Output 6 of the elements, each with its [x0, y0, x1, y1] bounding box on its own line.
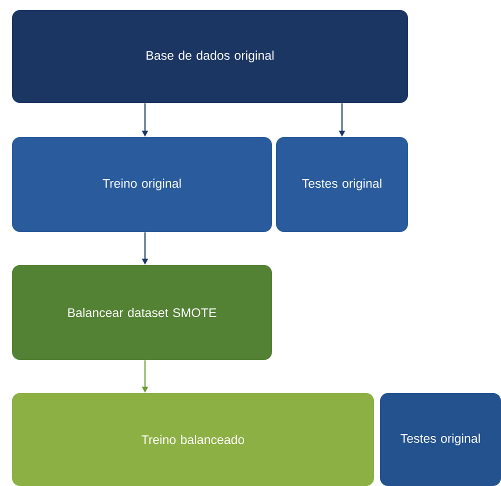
process-box: Treino original — [12, 137, 272, 232]
process-box: Base de dados original — [12, 10, 408, 103]
process-box: Balancear dataset SMOTE — [12, 265, 272, 360]
process-box: Treino balanceado — [12, 393, 374, 486]
process-box: Testes original — [380, 393, 501, 486]
process-box: Testes original — [276, 137, 408, 232]
